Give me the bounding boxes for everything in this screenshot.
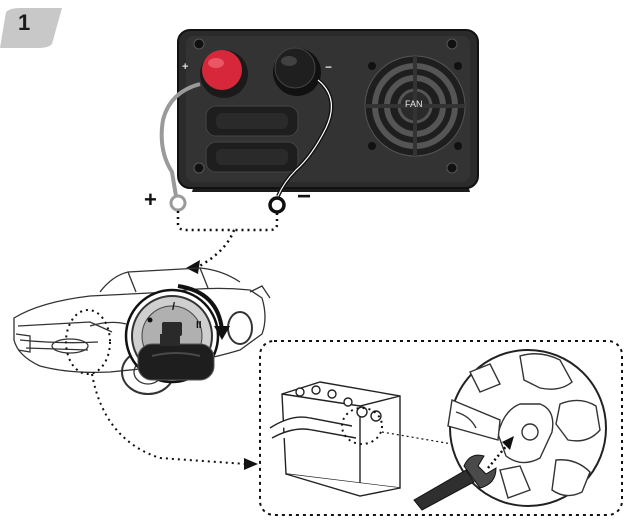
step-number: 1 (18, 10, 31, 35)
negative-terminal-sign: − (325, 60, 333, 74)
negative-terminal (273, 47, 321, 96)
fan-grille (364, 55, 466, 157)
positive-wire-label: + (144, 187, 157, 212)
battery-terminal-highlight (341, 407, 383, 445)
positive-wire (159, 82, 201, 197)
step-badge (0, 8, 62, 48)
svg-text:/: / (172, 301, 175, 313)
positive-terminal-sign: + (182, 61, 189, 73)
negative-ring-connector (268, 196, 286, 214)
wrench-icon (413, 454, 497, 511)
svg-text:II: II (196, 320, 202, 331)
car-battery-icon (269, 381, 401, 497)
battery-clamp-icon (447, 349, 607, 507)
positive-terminal (200, 50, 248, 98)
ignition-switch: II / (124, 284, 230, 384)
positive-ring-connector (169, 194, 187, 212)
negative-wire-label: − (297, 183, 312, 210)
ignition-key-icon (137, 334, 215, 381)
fan-label: FAN (405, 99, 423, 109)
power-inverter (177, 29, 479, 192)
engine-bay-highlight (65, 309, 111, 375)
